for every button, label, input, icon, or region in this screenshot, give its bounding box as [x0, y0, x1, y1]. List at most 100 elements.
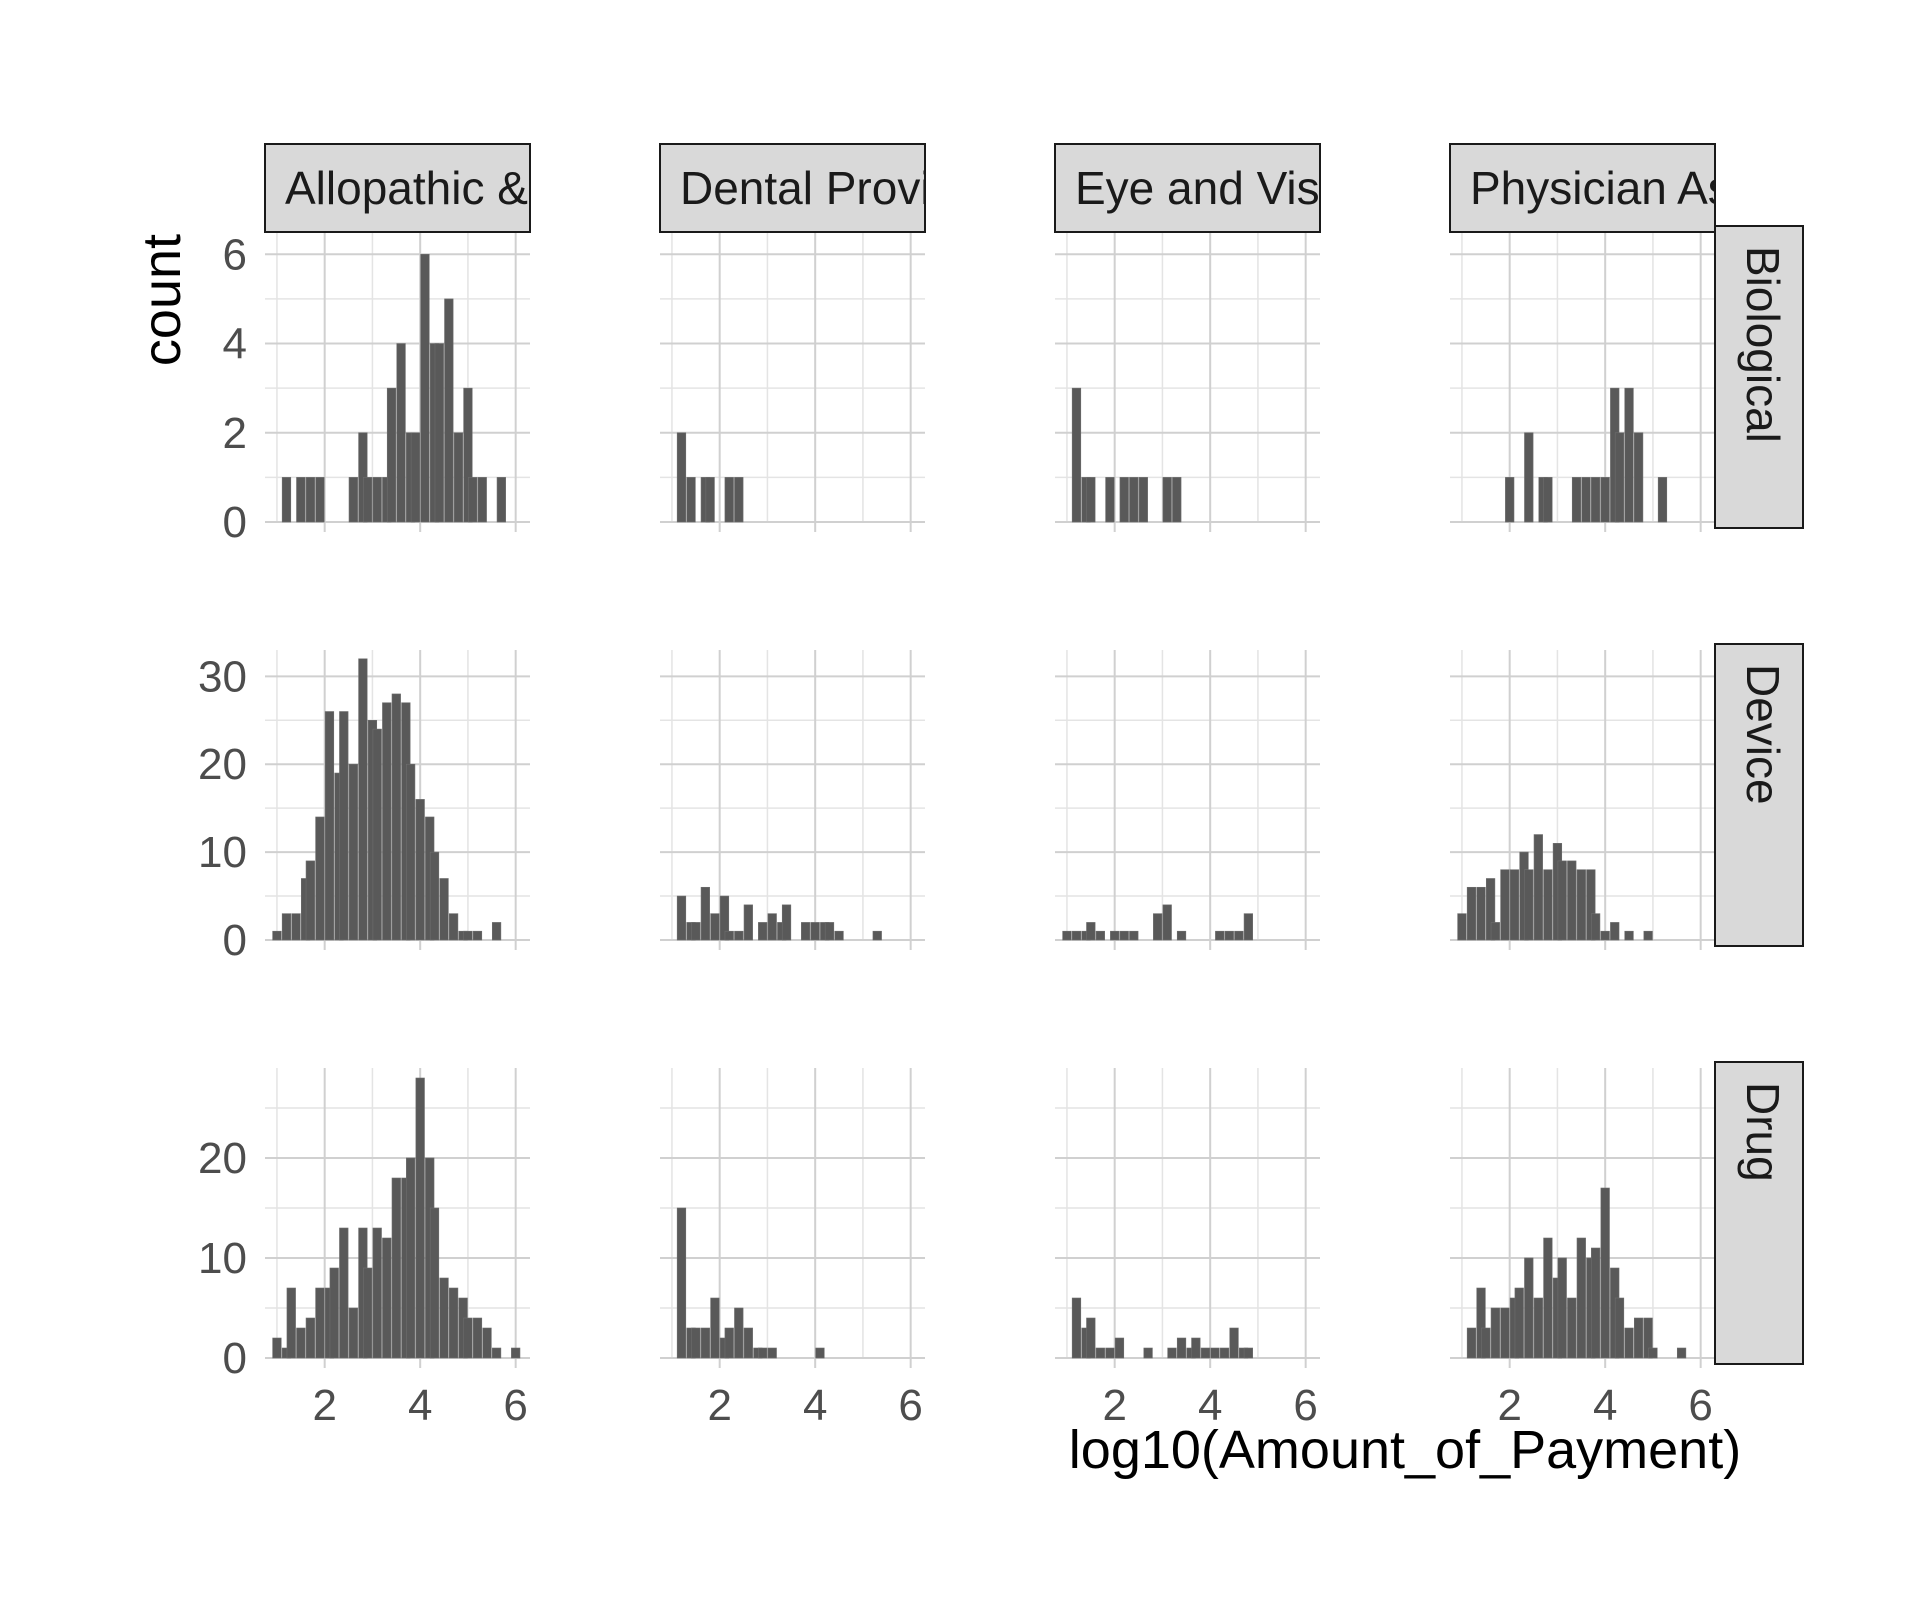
histogram-bar: [1591, 477, 1601, 523]
histogram-bar: [1543, 1237, 1553, 1359]
histogram-bar: [1466, 1327, 1477, 1359]
y-tick-label: 30: [198, 652, 247, 701]
histogram-bar: [1505, 477, 1515, 523]
histogram-bar: [1191, 1337, 1201, 1359]
x-tick-label: 6: [1293, 1381, 1317, 1430]
histogram-bar: [1086, 922, 1096, 941]
histogram-bar: [1243, 1347, 1253, 1359]
histogram-bar: [1476, 886, 1486, 941]
col-strip-label: Allopathic &: [285, 162, 528, 214]
histogram-bar: [1138, 477, 1148, 523]
x-tick-label: 6: [1688, 1381, 1712, 1430]
y-tick-label: 4: [223, 320, 247, 369]
histogram-bar: [491, 1347, 502, 1359]
histogram-bar: [1466, 886, 1477, 941]
histogram-bar: [1105, 477, 1115, 523]
y-tick-label: 20: [198, 740, 247, 789]
y-tick-label: 2: [223, 409, 247, 458]
histogram-bar: [758, 922, 768, 941]
histogram-bar: [1224, 930, 1234, 941]
histogram-bar: [348, 763, 358, 941]
histogram-bar: [1071, 930, 1082, 941]
histogram-bar: [472, 1317, 483, 1359]
histogram-bar: [1533, 1297, 1543, 1359]
row-strip-device: [1714, 643, 1804, 947]
histogram-bar: [1591, 913, 1601, 941]
histogram-bar: [1600, 930, 1610, 941]
histogram-bar: [358, 658, 368, 941]
histogram-bar: [1581, 477, 1591, 523]
histogram-bar: [1457, 913, 1467, 941]
histogram-bar: [1162, 477, 1172, 523]
histogram-bar: [1624, 930, 1634, 941]
histogram-bar: [391, 1177, 401, 1359]
histogram-bar: [434, 343, 444, 523]
histogram-bar: [1167, 1347, 1177, 1359]
histogram-bar: [1129, 930, 1139, 941]
histogram-bar: [372, 1227, 382, 1359]
histogram-bar: [1524, 432, 1534, 523]
histogram-bar: [1071, 1297, 1082, 1359]
y-axis-title: count: [132, 234, 192, 366]
histogram-bar: [872, 930, 882, 941]
histogram-bar: [1119, 477, 1129, 523]
x-tick-label: 6: [503, 1381, 527, 1430]
histogram-bar: [1586, 869, 1596, 941]
histogram-bar: [429, 1207, 440, 1359]
histogram-bar: [305, 1317, 315, 1359]
histogram-bar: [1490, 1307, 1500, 1359]
histogram-bar: [439, 1277, 449, 1359]
histogram-bar: [286, 1287, 296, 1359]
col-strip-label: Eye and Visi: [1075, 162, 1330, 214]
histogram-bar: [724, 477, 734, 523]
histogram-bar: [1243, 913, 1253, 941]
row-strip-biological: [1714, 225, 1804, 529]
histogram-bar: [705, 477, 715, 523]
histogram-bar: [391, 693, 401, 941]
histogram-bar: [691, 1327, 701, 1359]
histogram-bar: [1624, 387, 1634, 523]
histogram-bar: [324, 711, 335, 941]
histogram-bar: [1524, 869, 1534, 941]
histogram-bar: [363, 1267, 373, 1359]
histogram-bar: [781, 904, 792, 941]
x-tick-label: 2: [312, 1381, 336, 1430]
histogram-bar: [348, 1307, 358, 1359]
histogram-bar: [1172, 477, 1182, 523]
histogram-bar: [491, 922, 502, 941]
histogram-bar: [710, 1297, 720, 1359]
histogram-bar: [463, 387, 473, 523]
histogram-bar: [1105, 1347, 1115, 1359]
histogram-bar: [801, 922, 811, 941]
histogram-bar: [1576, 869, 1586, 941]
histogram-bar: [700, 1327, 710, 1359]
y-tick-label: 6: [223, 230, 247, 279]
histogram-bar: [815, 1347, 825, 1359]
histogram-bar: [1634, 1317, 1644, 1359]
histogram-bar: [719, 895, 730, 941]
histogram-bar: [1648, 1347, 1658, 1359]
histogram-bar: [468, 477, 478, 523]
histogram-bar: [734, 477, 744, 523]
histogram-bar: [329, 1267, 339, 1359]
histogram-bar: [305, 860, 315, 941]
histogram-bar: [463, 930, 473, 941]
histogram-bar: [734, 930, 744, 941]
histogram-bar: [1643, 1317, 1653, 1359]
histogram-bar: [1600, 477, 1610, 523]
histogram-bar: [1200, 1347, 1211, 1359]
histogram-bar: [1610, 922, 1620, 941]
histogram-bar: [339, 711, 349, 941]
histogram-bar: [700, 886, 710, 941]
histogram-bar: [406, 1157, 416, 1359]
histogram-bar: [1095, 1347, 1105, 1359]
histogram-bar: [382, 1237, 392, 1359]
histogram-bar: [1176, 930, 1187, 941]
histogram-bar: [691, 922, 701, 941]
histogram-bar: [767, 1347, 777, 1359]
y-tick-label: 0: [223, 498, 247, 547]
histogram-bar: [1229, 1327, 1239, 1359]
histogram-bar: [420, 254, 430, 523]
